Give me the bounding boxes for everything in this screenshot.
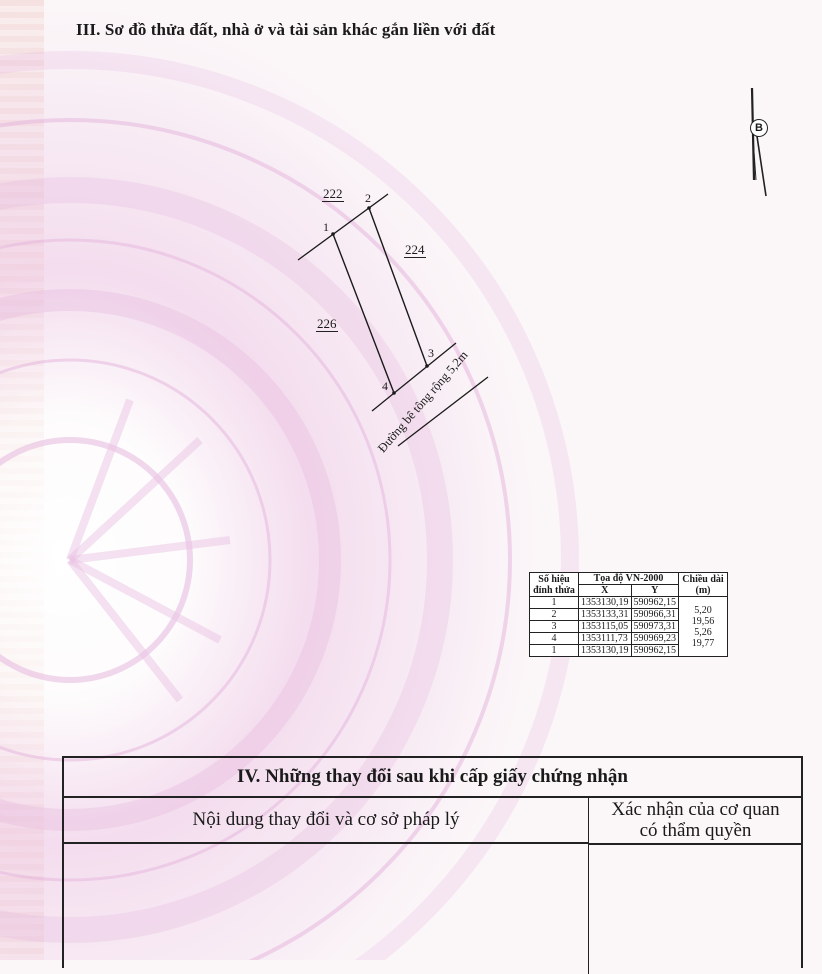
coord-x: 1353130,19 <box>578 596 632 609</box>
header-x: X <box>578 584 632 597</box>
coord-y: 590973,31 <box>630 620 679 633</box>
point-4-label: 4 <box>382 379 388 393</box>
point-1-label: 1 <box>323 220 329 234</box>
confirm-line-1: Xác nhận của cơ quan <box>611 799 780 820</box>
table-row: 1 1353130,19 590962,15 5,20 19,56 5,26 1… <box>529 596 728 657</box>
point-id: 1 <box>529 644 579 657</box>
point-id: 3 <box>529 620 579 633</box>
section-4-title: IV. Những thay đổi sau khi cấp giấy chứn… <box>64 758 801 798</box>
length-3-4: 5,26 <box>694 626 712 638</box>
length-2-3: 19,56 <box>691 615 715 627</box>
point-3-label: 3 <box>428 346 434 360</box>
change-content-cell[interactable] <box>64 844 588 974</box>
length-4-1: 19,77 <box>691 637 715 649</box>
section-4-table: IV. Những thay đổi sau khi cấp giấy chứn… <box>62 756 803 974</box>
point-id: 2 <box>529 608 579 621</box>
header-y: Y <box>630 584 679 597</box>
coordinates-table: Số hiệu đỉnh thửa Tọa độ VN-2000 Chiều d… <box>529 572 728 657</box>
coord-x: 1353133,31 <box>578 608 632 621</box>
column-header-authority-confirmation: Xác nhận của cơ quan có thẩm quyền <box>588 798 802 845</box>
point-id: 4 <box>529 632 579 645</box>
coord-y: 590969,23 <box>630 632 679 645</box>
coord-x: 1353111,73 <box>578 632 632 645</box>
neighbor-plot-226: 226 <box>316 316 338 332</box>
neighbor-plot-222: 222 <box>322 186 344 202</box>
point-2-label: 2 <box>365 191 371 205</box>
coord-y: 590962,15 <box>630 644 679 657</box>
header-coord-system: Tọa độ VN-2000 <box>578 572 679 585</box>
coord-y: 590962,15 <box>630 596 679 609</box>
confirm-line-2: có thẩm quyền <box>639 820 752 841</box>
coord-x: 1353115,05 <box>578 620 632 633</box>
coord-y: 590966,31 <box>630 608 679 621</box>
header-length: Chiều dài (m) <box>678 572 728 597</box>
header-point-id: Số hiệu đỉnh thửa <box>529 572 579 597</box>
length-1-2: 5,20 <box>694 604 712 616</box>
column-header-change-content: Nội dung thay đổi và cơ sở pháp lý <box>64 798 588 844</box>
authority-confirmation-cell[interactable] <box>588 844 802 974</box>
neighbor-plot-224: 224 <box>404 242 426 258</box>
point-id: 1 <box>529 596 579 609</box>
lengths-cell: 5,20 19,56 5,26 19,77 <box>678 596 728 657</box>
coord-x: 1353130,19 <box>578 644 632 657</box>
